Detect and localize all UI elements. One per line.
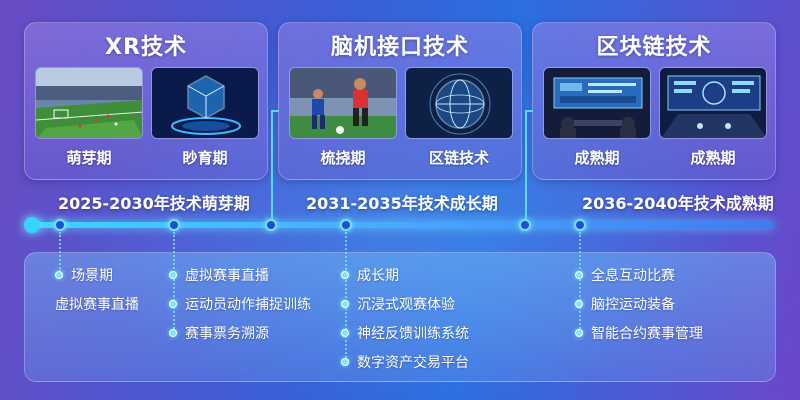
image-label: 成熟期 (574, 149, 620, 167)
detail-text: 赛事票务溯源 (185, 326, 269, 342)
hologram-cube-image (151, 67, 259, 139)
card-xr: XR技术 萌芽期 眇育期 (24, 22, 268, 180)
detail-text: 脑控运动装备 (591, 297, 675, 313)
card-bci: 脑机接口技术 梳挠期 区链技术 (278, 22, 522, 180)
bullet-dot (575, 329, 583, 337)
control-room-image (543, 67, 651, 139)
detail-text: 沉浸式观赛体验 (357, 297, 455, 313)
detail-item: 智能合约赛事管理 (575, 323, 703, 343)
dashboard-arena-image (659, 67, 767, 139)
image-label: 区链技术 (428, 149, 489, 167)
connector-line (271, 110, 279, 112)
card-title: 脑机接口技术 (330, 35, 469, 60)
stadium-image (35, 67, 143, 139)
detail-item: 场景期 (55, 265, 113, 285)
detail-item: 虚拟赛事直播 (169, 265, 269, 285)
detail-text: 虚拟赛事直播 (55, 297, 139, 313)
football-players-image (289, 67, 397, 139)
detail-text: 虚拟赛事直播 (185, 268, 269, 284)
bullet-dot (341, 358, 349, 366)
timeline-bar (30, 222, 774, 228)
detail-text: 全息互动比赛 (591, 268, 675, 284)
bullet-dot (169, 271, 177, 279)
detail-item: 成长期 (341, 265, 399, 285)
connector-line (525, 110, 527, 223)
timeline-drop-line (173, 232, 175, 332)
detail-item: 运动员动作捕捉训练 (169, 294, 311, 314)
timeline-node (265, 219, 277, 231)
detail-text: 场景期 (71, 268, 113, 284)
image-label: 梳挠期 (320, 149, 366, 167)
timeline-drop-line (345, 232, 347, 362)
period-label: 2031-2035年技术成长期 (306, 194, 498, 213)
bullet-dot (169, 329, 177, 337)
detail-item: 脑控运动装备 (575, 294, 675, 314)
timeline-node (340, 219, 352, 231)
bullet-dot (341, 329, 349, 337)
detail-text: 成长期 (357, 268, 399, 284)
bullet-dot (575, 300, 583, 308)
detail-item: 神经反馈训练系统 (341, 323, 469, 343)
detail-text: 智能合约赛事管理 (591, 326, 703, 342)
image-label: 成熟期 (690, 149, 736, 167)
detail-text: 神经反馈训练系统 (357, 326, 469, 342)
image-label: 眇育期 (182, 149, 228, 167)
connector-line (271, 110, 273, 223)
timeline-start-node (24, 217, 40, 233)
bullet-dot (575, 271, 583, 279)
connector-line (525, 110, 533, 112)
detail-item: 沉浸式观赛体验 (341, 294, 455, 314)
period-label: 2036-2040年技术成熟期 (582, 194, 774, 213)
detail-item: 虚拟赛事直播 (55, 294, 139, 314)
period-label: 2025-2030年技术萌芽期 (58, 194, 250, 213)
detail-item: 数字资产交易平台 (341, 352, 469, 372)
card-blockchain: 区块链技术 成熟期 成熟期 (532, 22, 776, 180)
image-label: 萌芽期 (66, 149, 112, 167)
detail-text: 数字资产交易平台 (357, 355, 469, 371)
timeline-node (168, 219, 180, 231)
detail-text: 运动员动作捕捉训练 (185, 297, 311, 313)
details-panel (24, 252, 776, 382)
digital-globe-image (405, 67, 513, 139)
timeline-drop-line (579, 232, 581, 332)
timeline-node (519, 219, 531, 231)
detail-item: 赛事票务溯源 (169, 323, 269, 343)
timeline-node (54, 219, 66, 231)
detail-item: 全息互动比赛 (575, 265, 675, 285)
timeline-drop-line (59, 232, 61, 272)
card-title: XR技术 (105, 35, 187, 60)
bullet-dot (169, 300, 177, 308)
bullet-dot (55, 271, 63, 279)
bullet-dot (341, 271, 349, 279)
card-title: 区块链技术 (596, 35, 712, 60)
bullet-dot (341, 300, 349, 308)
timeline-node (574, 219, 586, 231)
